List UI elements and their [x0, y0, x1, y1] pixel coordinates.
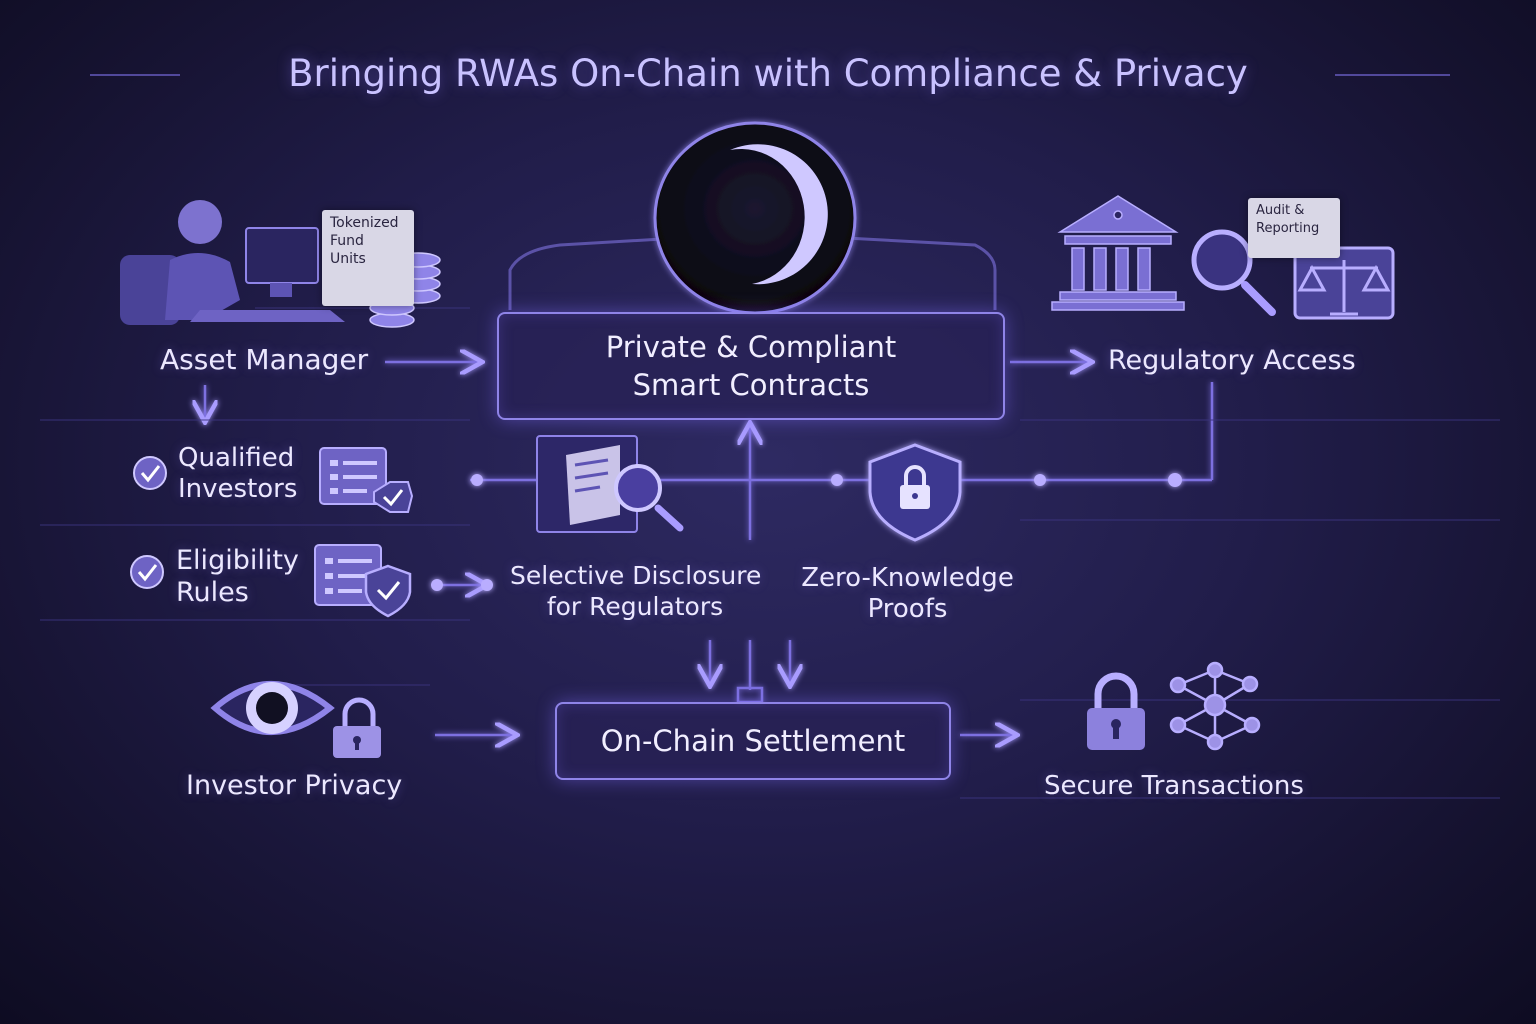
doc-line: Reporting: [1256, 221, 1320, 236]
doc-line: Fund: [330, 233, 364, 249]
investor-privacy-label: Investor Privacy: [186, 770, 403, 801]
label-line: Investors: [178, 474, 298, 504]
smart-contracts-line: Private & Compliant: [605, 330, 897, 364]
zero-knowledge-label: Zero-Knowledge Proofs: [800, 563, 1015, 625]
label-line: Zero-Knowledge: [801, 563, 1014, 593]
asset-manager-label: Asset Manager: [160, 343, 369, 376]
moon-logo-icon: [653, 121, 857, 315]
tokenized-fund-doc: Tokenized Fund Units: [322, 210, 414, 306]
doc-line: Units: [330, 251, 366, 267]
label-line: Eligibility: [176, 545, 299, 576]
eye-icon: [210, 681, 335, 735]
qualified-investors-label: Qualified Investors: [178, 443, 297, 505]
padlock-icon: [1087, 672, 1145, 750]
qualified-checkmark-icon: [133, 456, 167, 490]
doc-line: Tokenized: [330, 215, 399, 231]
settlement-port: [736, 686, 764, 704]
doc-line: Audit &: [1256, 203, 1305, 218]
eligibility-checkmark-icon: [130, 555, 164, 589]
label-line: Selective Disclosure: [510, 561, 762, 590]
regulatory-access-label: Regulatory Access: [1108, 345, 1356, 376]
person-at-computer-icon: [120, 200, 345, 325]
page-title: Bringing RWAs On-Chain with Compliance &…: [288, 52, 1248, 95]
privacy-padlock-icon: [333, 697, 381, 758]
settlement-box: On-Chain Settlement: [555, 702, 951, 780]
label-line: for Regulators: [546, 592, 724, 621]
label-line: Rules: [176, 577, 249, 608]
secure-transactions-label: Secure Transactions: [1044, 771, 1304, 801]
label-line: Qualified: [178, 443, 295, 473]
document-magnifier-icon: [536, 435, 684, 533]
shield-lock-icon: [868, 443, 962, 542]
checklist-icon: [319, 447, 387, 505]
settlement-label: On-Chain Settlement: [600, 724, 906, 758]
contract-frame: [508, 233, 997, 310]
label-line: Proofs: [867, 594, 948, 624]
magnifier-icon: [1191, 229, 1276, 316]
scales-icon: [1293, 246, 1395, 320]
network-icon: [1169, 661, 1261, 751]
bank-building-icon: [1051, 195, 1185, 311]
background-rules: [40, 307, 1500, 799]
badge-check-icon: [373, 481, 414, 513]
smart-contracts-line: Smart Contracts: [632, 368, 870, 402]
smart-contracts-box: Private & Compliant Smart Contracts: [497, 312, 1005, 420]
rules-checklist-icon: [314, 544, 382, 606]
audit-reporting-doc: Audit & Reporting: [1248, 198, 1340, 258]
eligibility-rules-label: Eligibility Rules: [176, 545, 299, 609]
connector-nodes: [431, 473, 1182, 591]
selective-disclosure-label: Selective Disclosure for Regulators: [510, 560, 762, 622]
shield-check-icon: [364, 564, 412, 618]
